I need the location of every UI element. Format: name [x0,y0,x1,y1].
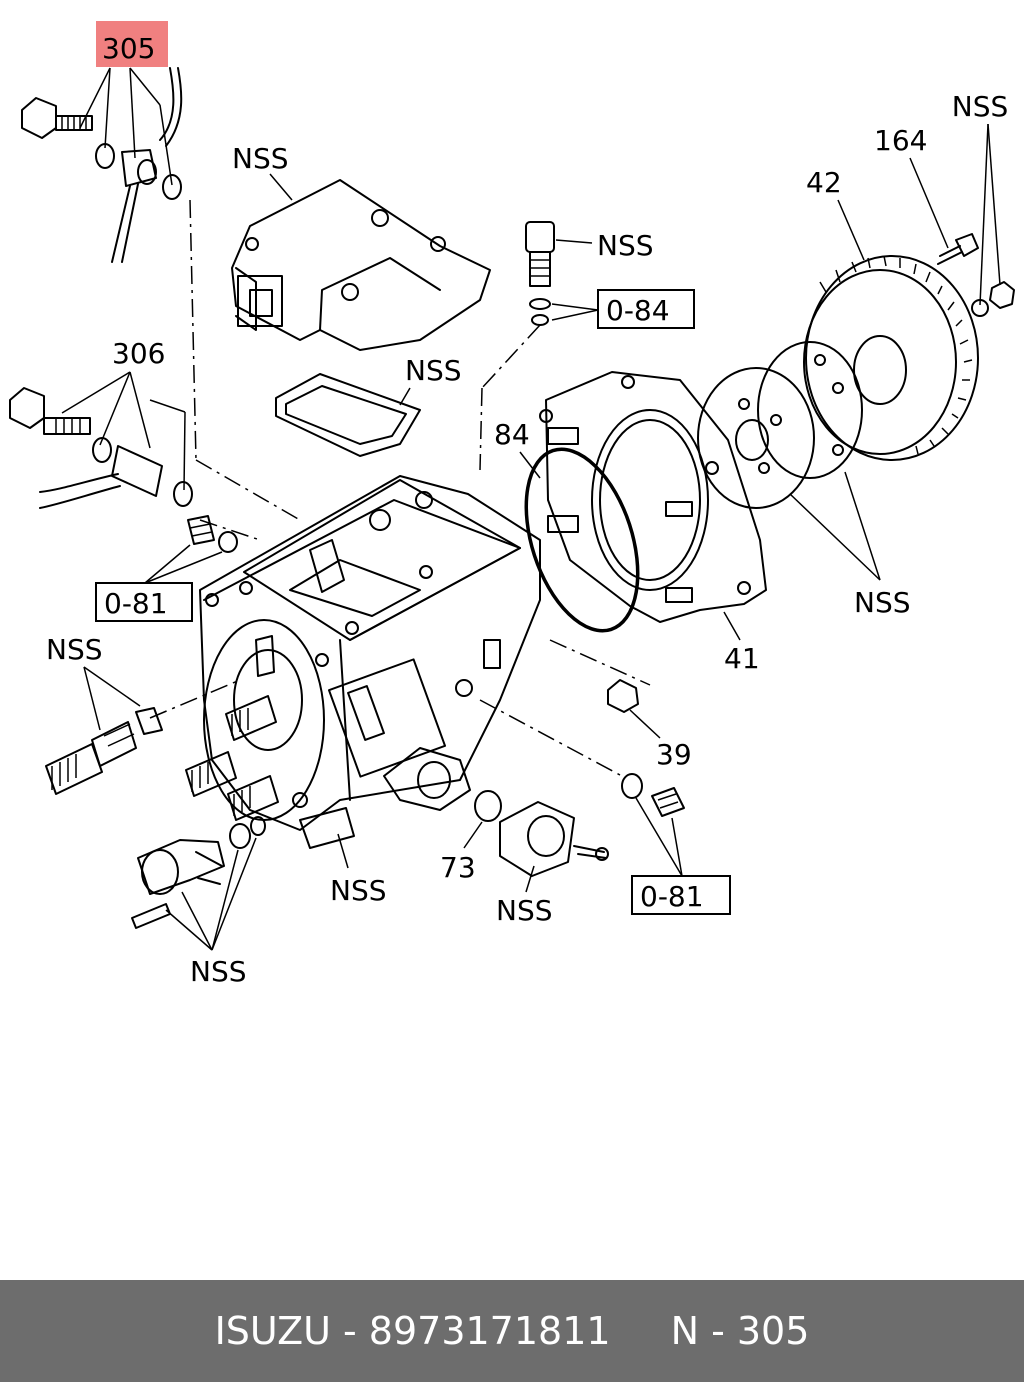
callout-305[interactable]: 305 [102,32,155,65]
leader-nss-nut-b [987,123,1001,286]
washer [971,299,989,317]
cover-gasket [275,373,421,457]
callout-nss-gasket[interactable]: NSS [405,354,462,387]
banjo-bolt-305 [21,67,183,263]
plug-081-right [621,773,685,817]
leader-nss-plate [525,865,535,893]
leader-nss-gasket [399,387,411,406]
leader-nss-cover [269,173,293,201]
solenoid-valve [525,221,555,287]
leader-lines-305 [79,67,173,186]
leader-084-a [551,303,599,311]
box-084 [597,289,695,329]
pump-housing-41 [539,371,767,623]
center-lines [149,199,651,776]
callout-73[interactable]: 73 [440,851,476,884]
governor-cover [231,179,491,351]
callout-nss-nut[interactable]: NSS [952,90,1009,123]
pump-body [185,475,541,849]
leader-lines-306 [61,371,186,491]
o-ring-084-b [531,314,549,326]
leader-nss-nut-a [979,123,989,306]
callout-306[interactable]: 306 [112,337,165,370]
leader-081-right-b [671,817,683,877]
callout-nss-body[interactable]: NSS [330,874,387,907]
callout-164[interactable]: 164 [874,124,927,157]
o-ring-73 [474,790,502,822]
callout-42[interactable]: 42 [806,166,842,199]
callout-39[interactable]: 39 [656,738,692,771]
footer-bar: ISUZU - 8973171811 N - 305 [0,1280,1024,1382]
flange-plates [697,341,863,509]
leader-081-left-b [144,551,223,584]
callout-081-right[interactable]: 0-81 [640,880,704,913]
leader-nss-flange-b [789,493,881,581]
footer-ref: N - 305 [670,1309,810,1353]
leader-164 [909,157,949,249]
leader-42 [837,199,865,261]
leader-84 [519,451,541,479]
box-081-left [95,582,193,622]
leader-nss-valve [555,239,593,244]
leader-nss-flange-a [844,471,881,581]
box-081-right [631,875,731,915]
delivery-valve-fittings [185,635,279,821]
callout-nss-solenoid[interactable]: NSS [190,955,247,988]
stop-solenoid [131,816,266,929]
callout-081-left[interactable]: 0-81 [104,587,168,620]
timing-gear-42 [803,255,979,461]
callout-nss-fitting[interactable]: NSS [46,633,103,666]
leader-nss-body [337,833,349,869]
o-ring-84 [524,447,640,633]
nut-39 [607,679,639,713]
callout-nss-cover[interactable]: NSS [232,142,289,175]
callout-nss-plate[interactable]: NSS [496,894,553,927]
banjo-bolt-306 [9,387,193,509]
leader-081-right-a [635,797,683,877]
callout-84[interactable]: 84 [494,418,530,451]
leader-084-b [551,309,599,321]
leader-41 [723,611,741,641]
exploded-parts-diagram: 305 306 [9,21,1015,988]
callout-084[interactable]: 0-84 [606,294,670,327]
callout-nss-flange[interactable]: NSS [854,586,911,619]
leader-081-left-a [144,544,191,584]
leader-nss-fitting-a [83,666,101,731]
highlight-305 [96,21,168,67]
callout-nss-valve[interactable]: NSS [597,229,654,262]
callout-41[interactable]: 41 [724,642,760,675]
footer-brand-part: ISUZU - 8973171811 [214,1309,611,1353]
plug-081-left [187,515,238,553]
inlet-fitting [45,707,163,795]
bolt-164 [937,233,979,265]
leader-73 [463,821,483,849]
leader-nss-solenoid [165,837,257,951]
leader-nss-fitting-b [83,666,141,707]
o-ring-084-a [529,298,551,310]
cover-plate [499,801,609,877]
nut [989,281,1015,309]
leader-39 [629,709,661,739]
